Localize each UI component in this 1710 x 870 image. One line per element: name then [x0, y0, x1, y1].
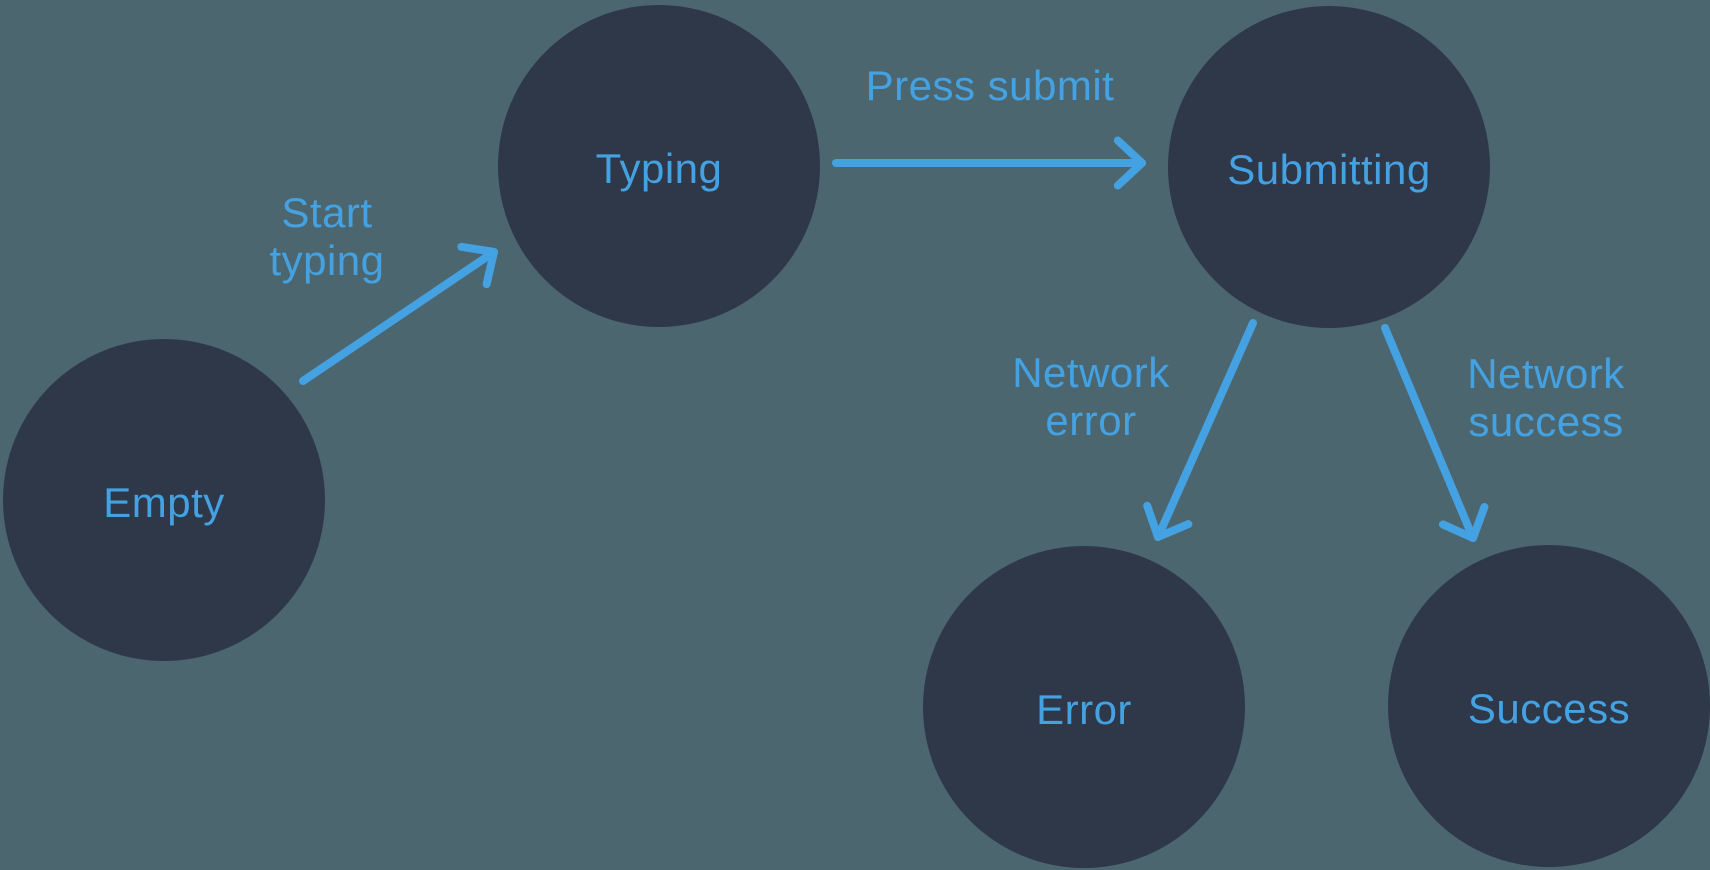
state-node-empty: Empty — [3, 339, 325, 661]
state-circle-error — [923, 546, 1245, 868]
transition-label: Press submit — [866, 62, 1115, 109]
transition-press-submit: Press submit — [832, 62, 1146, 190]
transition-arrowhead-icon — [1438, 503, 1489, 542]
state-circle-success — [1388, 545, 1710, 867]
state-label-typing: Typing — [596, 145, 723, 192]
transition-arrowhead-icon — [1113, 136, 1146, 190]
state-circle-typing — [498, 5, 820, 327]
transition-arrow-line — [1154, 319, 1257, 541]
transition-arrowhead-icon — [457, 242, 498, 289]
state-label-error: Error — [1036, 686, 1132, 733]
state-node-submitting: Submitting — [1168, 6, 1490, 328]
state-node-success: Success — [1388, 545, 1710, 867]
transition-arrowhead-icon — [1143, 501, 1193, 541]
state-label-submitting: Submitting — [1227, 146, 1430, 193]
state-label-success: Success — [1468, 685, 1630, 732]
state-circle-submitting — [1168, 6, 1490, 328]
state-node-typing: Typing — [498, 5, 820, 327]
transition-arrow-line — [299, 248, 498, 385]
state-node-error: Error — [923, 546, 1245, 868]
transition-arrow-line — [1381, 324, 1477, 542]
state-label-empty: Empty — [103, 479, 225, 526]
state-circle-empty — [3, 339, 325, 661]
